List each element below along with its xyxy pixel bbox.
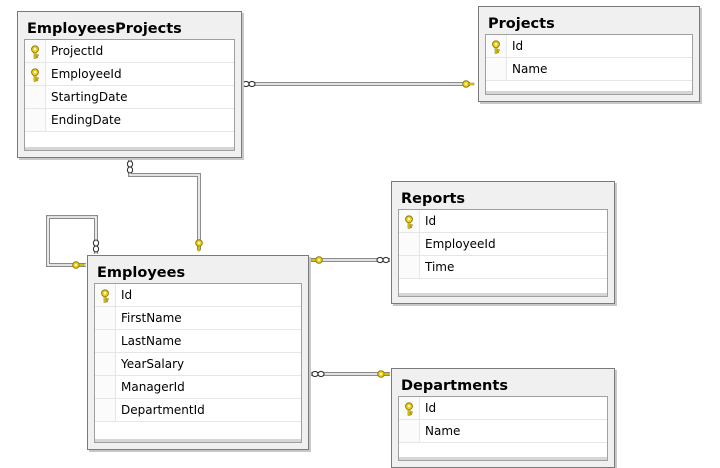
row-selector[interactable] (25, 86, 46, 108)
column-row[interactable]: EndingDate (25, 109, 234, 132)
column-row[interactable]: Id (486, 35, 692, 58)
infinity-icon (311, 370, 325, 378)
grid-scrollbar (486, 91, 692, 94)
infinity-icon (92, 239, 100, 253)
column-row[interactable]: EmployeeId (399, 233, 607, 256)
primary-key-icon (29, 67, 41, 82)
grid-scrollbar (25, 147, 234, 150)
column-row[interactable]: LastName (95, 330, 301, 353)
column-row[interactable]: Id (95, 284, 301, 307)
column-name: ProjectId (51, 44, 104, 58)
column-row[interactable]: YearSalary (95, 353, 301, 376)
row-selector[interactable] (399, 397, 420, 419)
primary-key-icon (29, 44, 41, 59)
column-name: YearSalary (121, 357, 185, 371)
row-selector[interactable] (25, 109, 46, 131)
column-name: Id (121, 288, 133, 302)
primary-key-icon (403, 214, 415, 229)
relationship-lines (46, 80, 475, 378)
row-selector[interactable] (95, 399, 116, 421)
column-row[interactable]: Name (399, 420, 607, 443)
column-name: DepartmentId (121, 403, 205, 417)
one-end-key-icon (310, 256, 323, 264)
relationship-employees-reports[interactable] (310, 256, 390, 264)
row-selector[interactable] (486, 58, 507, 80)
relationship-employeesprojects-projects[interactable] (242, 80, 475, 88)
one-end-key-icon (195, 239, 203, 252)
relationship-employees-departments[interactable] (310, 370, 390, 378)
column-row[interactable]: EmployeeId (25, 63, 234, 86)
column-row[interactable]: DepartmentId (95, 399, 301, 422)
row-selector[interactable] (95, 284, 116, 306)
row-selector[interactable] (25, 63, 46, 85)
grid-scrollbar (399, 457, 607, 460)
one-end-key-icon (462, 80, 475, 88)
column-row[interactable]: StartingDate (25, 86, 234, 109)
row-selector[interactable] (95, 307, 116, 329)
primary-key-icon (99, 288, 111, 303)
one-end-key-icon (377, 370, 390, 378)
row-selector[interactable] (486, 35, 507, 57)
infinity-icon (126, 160, 134, 174)
column-row[interactable]: Id (399, 397, 607, 420)
row-selector[interactable] (399, 420, 420, 442)
column-row[interactable]: ProjectId (25, 40, 234, 63)
table-title[interactable]: EmployeesProjects (27, 21, 182, 37)
column-name: Id (425, 401, 437, 415)
infinity-icon (376, 256, 390, 264)
row-selector[interactable] (95, 353, 116, 375)
column-row[interactable]: ManagerId (95, 376, 301, 399)
column-name: LastName (121, 334, 182, 348)
one-end-key-icon (72, 261, 85, 269)
table-title[interactable]: Projects (488, 16, 555, 32)
column-name: Name (512, 62, 548, 76)
row-selector[interactable] (399, 256, 420, 278)
primary-key-icon (490, 39, 502, 54)
table-title[interactable]: Reports (401, 191, 466, 207)
column-name: Id (425, 214, 437, 228)
column-name: EmployeeId (51, 67, 122, 81)
row-selector[interactable] (25, 40, 46, 62)
row-selector[interactable] (399, 233, 420, 255)
column-name: Id (512, 39, 524, 53)
primary-key-icon (403, 401, 415, 416)
relationship-employeesprojects-employees[interactable] (126, 159, 203, 252)
row-selector[interactable] (95, 376, 116, 398)
table-title[interactable]: Employees (97, 265, 186, 281)
column-name: EndingDate (51, 113, 122, 127)
column-name: EmployeeId (425, 237, 496, 251)
column-row[interactable]: Id (399, 210, 607, 233)
row-selector[interactable] (95, 330, 116, 352)
column-row[interactable]: Time (399, 256, 607, 279)
column-name: FirstName (121, 311, 182, 325)
column-row[interactable]: FirstName (95, 307, 301, 330)
infinity-icon (242, 80, 256, 88)
row-selector[interactable] (399, 210, 420, 232)
grid-scrollbar (399, 293, 607, 296)
table-title[interactable]: Departments (401, 378, 508, 394)
grid-scrollbar (95, 439, 301, 442)
column-name: Name (425, 424, 461, 438)
relationship-employees-manager-self[interactable] (46, 215, 100, 269)
column-row[interactable]: Name (486, 58, 692, 81)
column-name: Time (425, 260, 455, 274)
column-name: StartingDate (51, 90, 128, 104)
column-name: ManagerId (121, 380, 185, 394)
